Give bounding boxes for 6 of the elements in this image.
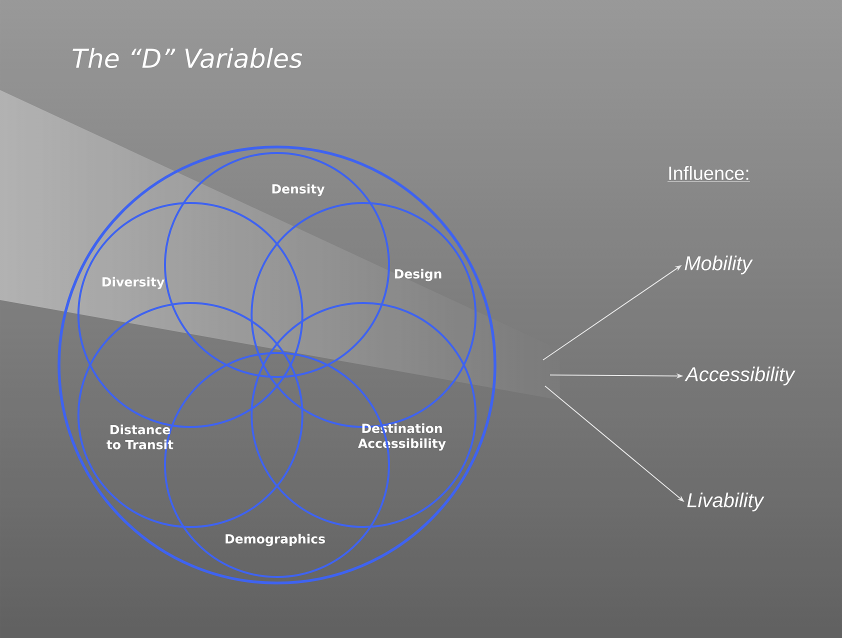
outcome-label: Accessibility [684, 366, 796, 386]
title: The “D” Variables [72, 48, 302, 68]
heading: Influence: [667, 166, 750, 182]
outcome-label: Livability [687, 492, 764, 512]
outcome-label: Mobility [684, 256, 753, 274]
outer-circle [58, 146, 496, 584]
